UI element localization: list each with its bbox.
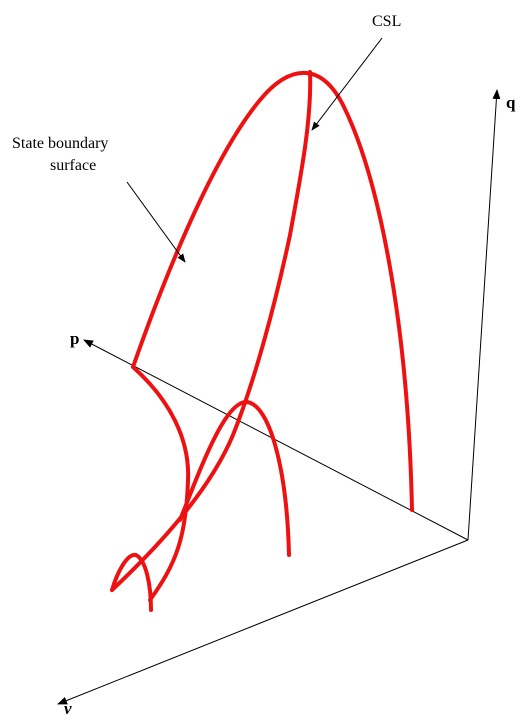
state-boundary-label-line2: surface — [50, 157, 96, 174]
middle-arch-curve — [178, 400, 291, 557]
v-axis-label: v — [64, 699, 72, 715]
p-axis-label: p — [70, 329, 79, 348]
state-boundary-label-line1: State boundary — [12, 135, 108, 152]
state-boundary-curves — [110, 70, 414, 612]
outer-arch-curve — [131, 70, 414, 512]
hvorslev-boundary-curve — [131, 365, 191, 602]
v-axis — [57, 539, 469, 705]
csl-leader-arrow — [311, 37, 383, 131]
critical-state-line — [110, 70, 313, 592]
small-arch-curve — [110, 552, 153, 612]
q-axis — [467, 89, 501, 541]
state-boundary-leader-arrow — [126, 181, 186, 263]
axes — [57, 89, 501, 705]
p-axis — [83, 339, 469, 541]
csl-label: CSL — [372, 13, 401, 30]
q-axis-label: q — [506, 93, 516, 112]
